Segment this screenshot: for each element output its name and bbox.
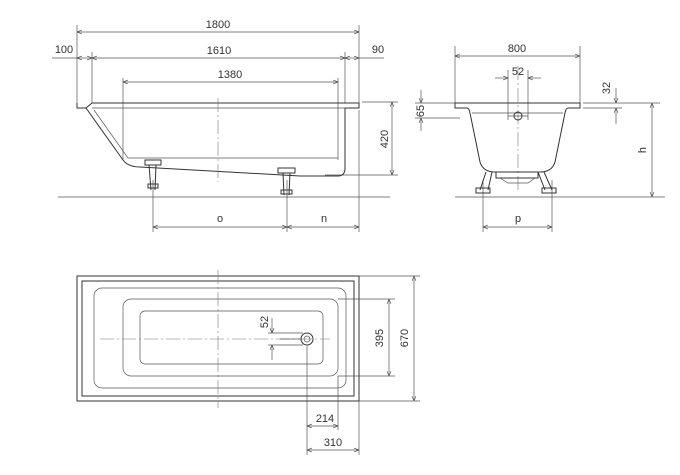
dimension-label-32: 32 (601, 82, 613, 94)
rim-left (76, 102, 93, 109)
bottom-contour (122, 298, 339, 377)
dimension-label-395: 395 (374, 329, 386, 347)
dimension-label-52: 52 (259, 316, 271, 328)
feet-frame (475, 171, 557, 194)
rim-contour (93, 287, 347, 389)
dimension-label-310: 310 (324, 437, 342, 449)
dimension-label-o: o (217, 213, 223, 225)
tub-outer-profile (85, 107, 346, 177)
side-view: 1800 100 1610 90 1380 420 o n (52, 19, 398, 232)
dimension-label-1800: 1800 (206, 19, 230, 31)
dimension-label-h: h (637, 147, 649, 153)
dimension-label-100: 100 (55, 44, 73, 56)
drain-inner-circle (303, 335, 311, 343)
leg-right (277, 167, 296, 196)
plan-view: 52 395 670 214 310 (76, 270, 420, 455)
rim-right (345, 102, 360, 109)
dimension-label-214: 214 (316, 413, 334, 425)
end-view: 800 52 32 65 h p (415, 43, 665, 232)
dimension-label-670: 670 (399, 329, 411, 347)
dimension-label-n: n (321, 213, 327, 225)
dimension-label-800: 800 (508, 43, 526, 55)
dimension-label-90: 90 (372, 44, 384, 56)
tub-cross-section (454, 102, 581, 173)
leg-left (144, 159, 162, 191)
dimension-label-65: 65 (415, 105, 427, 117)
dimension-label-1380: 1380 (218, 69, 242, 81)
tub-inner-profile (93, 109, 338, 159)
dimension-label-420: 420 (379, 130, 391, 148)
bottom-inner-contour (139, 310, 324, 365)
dimension-label-1610: 1610 (207, 45, 231, 57)
dimension-label-p: p (515, 213, 521, 225)
